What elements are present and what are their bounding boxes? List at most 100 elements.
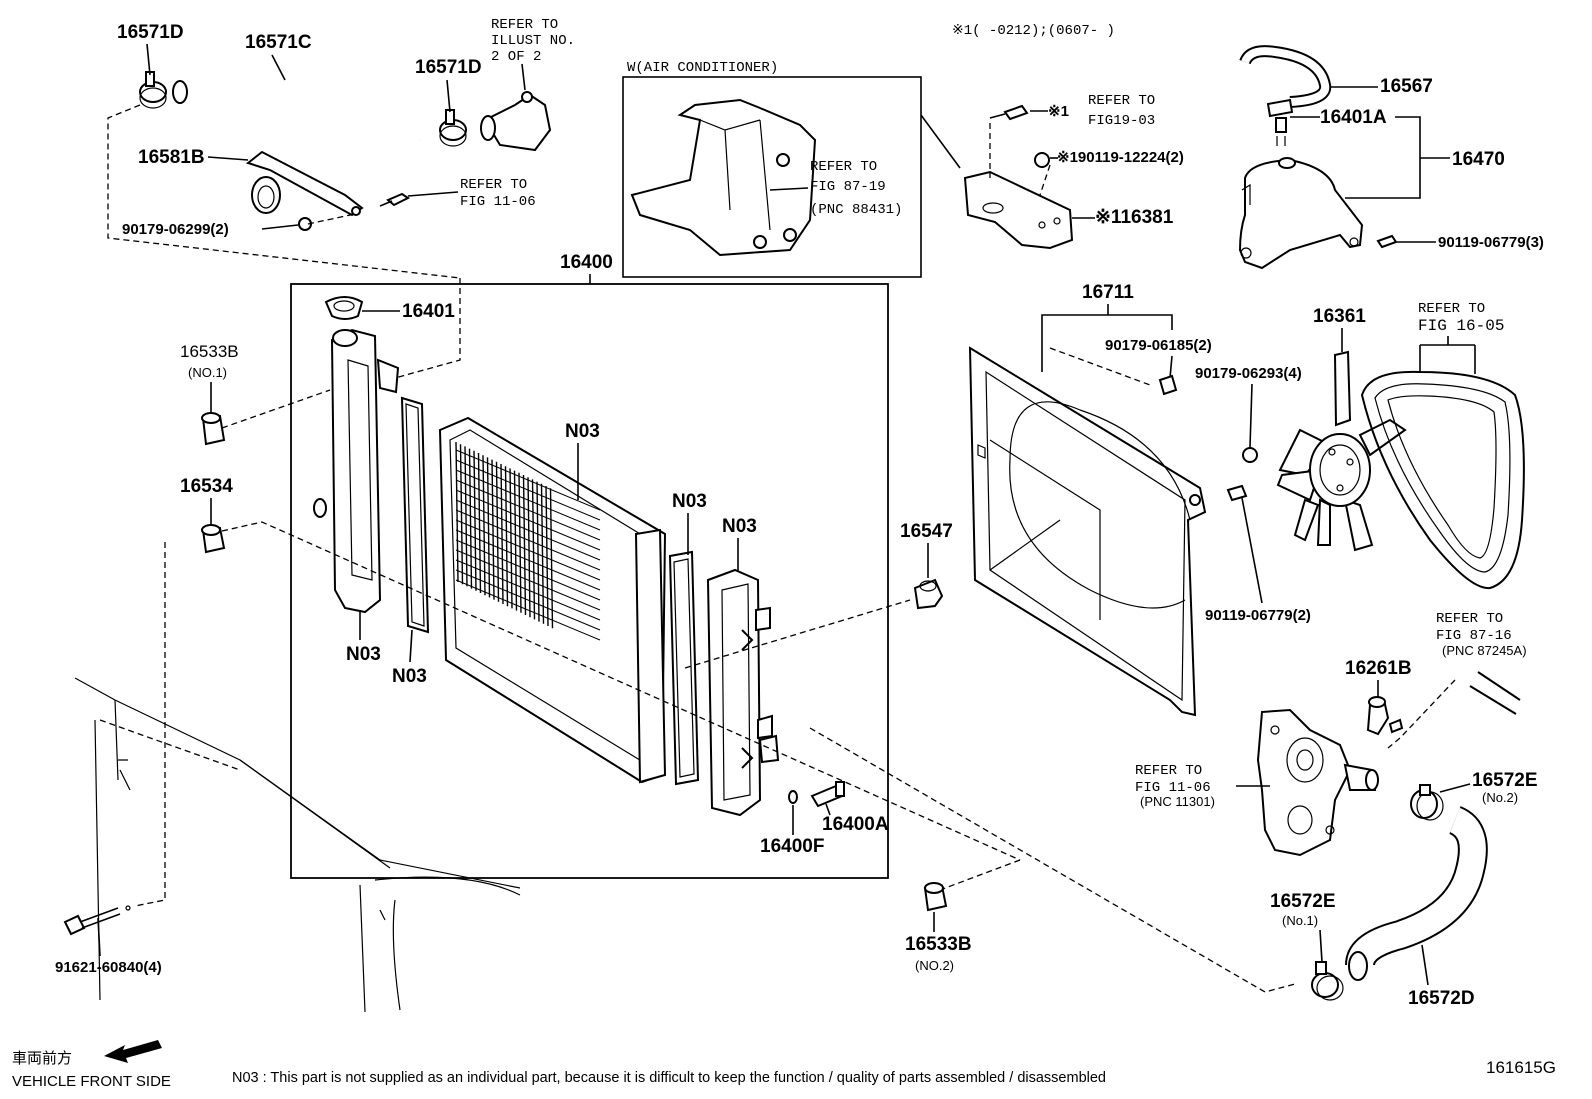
refer-fig1106-line2: FIG 11-06 bbox=[1135, 780, 1211, 796]
vehicle-front-en: VEHICLE FRONT SIDE bbox=[12, 1073, 171, 1090]
label-16572e-no2-sub: (No.2) bbox=[1482, 790, 1518, 805]
vehicle-front-arrow-icon bbox=[104, 1040, 162, 1063]
clamp-16571d-left-drawing bbox=[139, 71, 167, 109]
label-90179-06299: 90179-06299(2) bbox=[122, 221, 229, 238]
refer-fig1106-line3: (PNC 11301) bbox=[1140, 794, 1215, 809]
refer-fig8719-line2: FIG 87-19 bbox=[810, 179, 886, 195]
hose-16572d-drawing bbox=[1345, 806, 1488, 981]
radiator-core-drawing bbox=[438, 416, 667, 784]
refer-fig1605-line1: REFER TO bbox=[1418, 301, 1485, 317]
figure-code: 161615G bbox=[1486, 1058, 1556, 1077]
bracket-16581b-drawing bbox=[245, 150, 410, 217]
nut-90179-06185-drawing bbox=[1158, 374, 1178, 396]
label-16533b-no2: 16533B bbox=[905, 934, 972, 955]
label-16572e-no2: 16572E bbox=[1472, 770, 1538, 791]
label-n03-core: N03 bbox=[565, 421, 600, 442]
clip-16534-drawing bbox=[201, 524, 226, 554]
nut-90179-06293-drawing bbox=[1242, 447, 1258, 463]
bracket-16381-drawing bbox=[963, 104, 1074, 250]
bypass-pipe-16261b-drawing bbox=[1366, 696, 1404, 736]
label-16533b-no1: 16533B bbox=[180, 342, 239, 361]
radiator-left-tank-drawing bbox=[313, 328, 400, 614]
label-16547: 16547 bbox=[900, 521, 953, 542]
clamp-16571d-right-drawing bbox=[439, 109, 467, 147]
refer-illust-line2: ILLUST NO. bbox=[491, 33, 575, 49]
fan-belt-drawing bbox=[1360, 370, 1525, 590]
water-pump-drawing bbox=[1256, 708, 1379, 857]
refer-fig8719-line3: (PNC 88431) bbox=[810, 202, 902, 218]
refer-fig1106-line1: REFER TO bbox=[1135, 763, 1202, 779]
label-90179-06293: 90179-06293(4) bbox=[1195, 365, 1302, 382]
label-16572d: 16572D bbox=[1408, 988, 1475, 1009]
vehicle-front-indicator: 車両前方 VEHICLE FRONT SIDE bbox=[12, 1040, 171, 1090]
refer-fig8716-line1: REFER TO bbox=[1436, 611, 1503, 627]
label-n03-tank-left: N03 bbox=[346, 644, 381, 665]
label-190119-12224: ※190119-12224(2) bbox=[1057, 149, 1184, 166]
label-16571c: 16571C bbox=[245, 32, 312, 53]
fan-shroud-16711-drawing bbox=[968, 346, 1207, 717]
label-90119-06779-2: 90119-06779(2) bbox=[1205, 607, 1311, 624]
grommet-16547-drawing bbox=[913, 578, 944, 610]
bolt-90119-06779-2-drawing bbox=[1226, 484, 1248, 502]
refer-fig1605-line2: FIG 16-05 bbox=[1418, 317, 1504, 335]
water-outlet-drawing bbox=[480, 91, 552, 152]
label-16381: ※116381 bbox=[1095, 207, 1174, 228]
label-16571d-left: 16571D bbox=[117, 22, 184, 43]
reservoir-tank-16470-drawing bbox=[1238, 157, 1398, 270]
label-16572e-no1-sub: (No.1) bbox=[1282, 913, 1318, 928]
oring-16400f-drawing bbox=[788, 790, 798, 804]
refer-fig1106-top-line2: FIG 11-06 bbox=[460, 194, 536, 210]
drain-cock-16400a-drawing bbox=[810, 781, 845, 808]
gasket-right-drawing bbox=[668, 550, 700, 786]
refer-fig8719-line1: REFER TO bbox=[810, 159, 877, 175]
label-90179-06185: 90179-06185(2) bbox=[1105, 337, 1212, 354]
refer-illust-line3: 2 OF 2 bbox=[491, 49, 541, 65]
label-16581b: 16581B bbox=[138, 147, 205, 168]
clamp-16572e-no1-drawing bbox=[1311, 961, 1344, 1001]
label-n03-gasket-right: N03 bbox=[672, 491, 707, 512]
clip-16533b-no2-drawing bbox=[923, 882, 948, 912]
refer-fig8716-line3: (PNC 87245A) bbox=[1442, 643, 1527, 658]
reservoir-hose-16567-drawing bbox=[1239, 45, 1332, 108]
gasket-left-drawing bbox=[400, 396, 430, 634]
label-16401: 16401 bbox=[402, 301, 455, 322]
header-range-note: ※1( -0212);(0607- ) bbox=[952, 23, 1115, 39]
label-16572e-no1: 16572E bbox=[1270, 891, 1336, 912]
vehicle-body-outline bbox=[74, 677, 521, 1013]
label-16400: 16400 bbox=[560, 252, 613, 273]
refer-fig1903-line1: REFER TO bbox=[1088, 93, 1155, 109]
label-16401a: 16401A bbox=[1320, 107, 1387, 128]
ac-bracket-box: W(AIR CONDITIONER) REFER TO FIG 87-19 (P… bbox=[622, 60, 922, 278]
label-90119-06779-3: 90119-06779(3) bbox=[1438, 234, 1544, 251]
radiator-cap-16401-drawing bbox=[324, 296, 364, 320]
refer-fig1903-line2: FIG19-03 bbox=[1088, 113, 1155, 129]
hose-16571c-drawing bbox=[172, 67, 422, 150]
clamp-16572e-no2-drawing bbox=[1410, 784, 1444, 821]
label-16400a: 16400A bbox=[822, 814, 889, 835]
label-16533b-no2-sub: (NO.2) bbox=[915, 958, 954, 973]
mark-1-callout: ※1 bbox=[1048, 103, 1069, 120]
radiator-right-tank-drawing bbox=[706, 568, 780, 817]
clip-16533b-no1-drawing bbox=[201, 412, 226, 446]
label-91621-60840: 91621-60840(4) bbox=[55, 959, 162, 976]
label-n03-gasket-left: N03 bbox=[392, 666, 427, 687]
label-16534: 16534 bbox=[180, 476, 233, 497]
label-16470: 16470 bbox=[1452, 149, 1505, 170]
label-n03-tank-right: N03 bbox=[722, 516, 757, 537]
label-16571d-right: 16571D bbox=[415, 57, 482, 78]
label-16400f: 16400F bbox=[760, 836, 824, 857]
reservoir-cap-16401a-drawing bbox=[1266, 98, 1294, 146]
label-16533b-no1-sub: (NO.1) bbox=[188, 365, 227, 380]
label-16261b: 16261B bbox=[1345, 658, 1412, 679]
footer-n03-note: N03 : This part is not supplied as an in… bbox=[232, 1070, 1106, 1086]
fan-16361-drawing bbox=[1276, 350, 1407, 552]
vehicle-front-jp: 車両前方 bbox=[12, 1050, 72, 1067]
refer-fig1106-top-line1: REFER TO bbox=[460, 177, 527, 193]
refer-fig8716-line2: FIG 87-16 bbox=[1436, 628, 1512, 644]
label-16711: 16711 bbox=[1082, 282, 1134, 303]
refer-illust-line1: REFER TO bbox=[491, 17, 558, 33]
label-16361: 16361 bbox=[1313, 306, 1366, 327]
label-16567: 16567 bbox=[1380, 76, 1433, 97]
ac-box-title: W(AIR CONDITIONER) bbox=[627, 60, 778, 76]
